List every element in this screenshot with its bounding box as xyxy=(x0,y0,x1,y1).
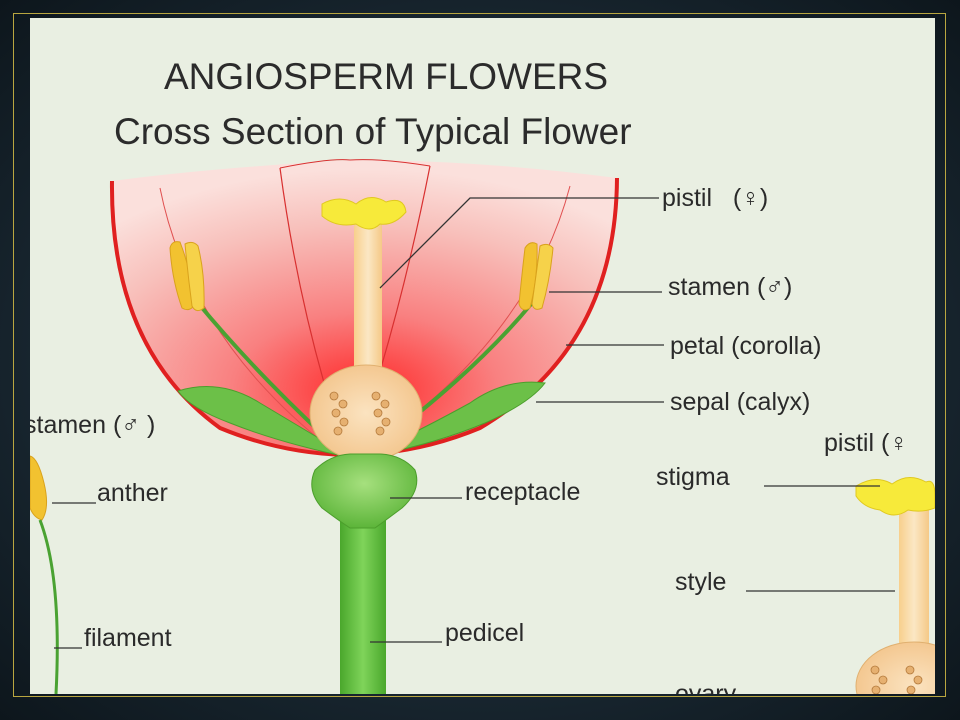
diagram-panel: ANGIOSPERM FLOWERS Cross Section of Typi… xyxy=(30,18,935,694)
petal-label: petal (corolla) xyxy=(670,332,822,360)
pistil-center xyxy=(309,197,423,462)
pedicel-label: pedicel xyxy=(445,619,525,647)
male-symbol: (♂) xyxy=(756,273,793,301)
pistil-label: pistil (♀) xyxy=(662,184,769,212)
female-symbol: (♀ xyxy=(880,429,909,457)
receptacle-shape xyxy=(311,453,418,694)
female-symbol: (♀) xyxy=(732,184,769,212)
anther-label: anther xyxy=(97,479,168,507)
leader-lines xyxy=(52,197,895,649)
style-label: style xyxy=(675,568,727,596)
stamen-label: stamen (♂) xyxy=(668,273,793,301)
diagram-subtitle: Cross Section of Typical Flower xyxy=(114,111,632,152)
sepal-label: sepal (calyx) xyxy=(670,388,811,416)
stamen-detail-drawing xyxy=(30,455,59,694)
male-symbol: (♂ ) xyxy=(112,411,156,439)
stigma-label: stigma xyxy=(656,463,730,491)
pedicel-shape xyxy=(340,518,386,694)
pistil-detail-drawing xyxy=(855,477,935,694)
flower-diagram xyxy=(30,159,935,694)
ovary-label: ovary xyxy=(675,680,737,695)
receptacle-label: receptacle xyxy=(465,478,581,506)
diagram-title: ANGIOSPERM FLOWERS xyxy=(164,56,609,97)
slide-frame xyxy=(13,13,946,697)
pistil-detail-title: pistil (♀ xyxy=(824,429,909,457)
filament-label: filament xyxy=(84,624,172,652)
stamen-detail-title: stamen (♂ ) xyxy=(30,411,156,439)
